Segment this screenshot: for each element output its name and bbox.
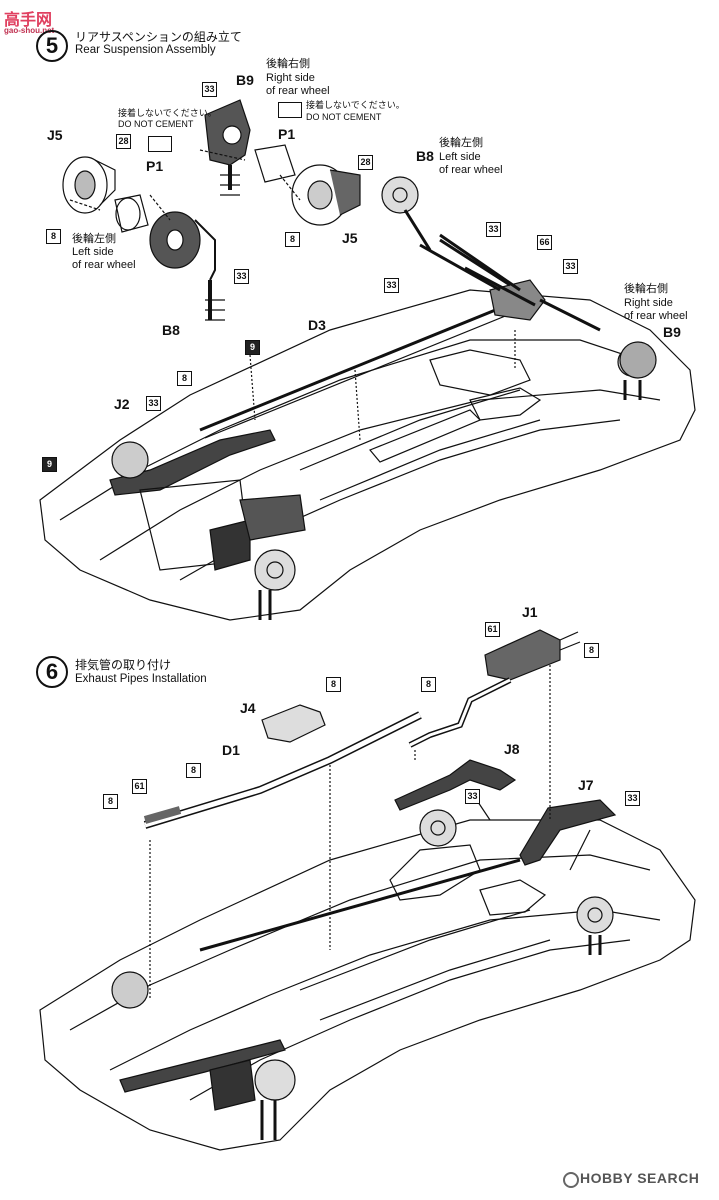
j5-left-part: [62, 156, 108, 214]
left-rear-en-2a: Left side: [439, 151, 481, 163]
part-number-9: 9: [245, 340, 260, 355]
part-number-28: 28: [358, 155, 373, 170]
muffler-j1-part: [484, 629, 561, 681]
watermark-site: gao-shou.net: [4, 26, 55, 35]
part-j8: J8: [504, 741, 520, 757]
step5-title-jp: リアサスペンションの組み立て: [75, 30, 242, 44]
part-number-8: 8: [103, 794, 118, 809]
step5-number: 5: [36, 30, 68, 62]
part-number-9: 9: [42, 457, 57, 472]
part-number-61: 61: [485, 622, 500, 637]
right-rear-jp-2: 後輪右側: [624, 283, 668, 295]
part-number-33: 33: [563, 259, 578, 274]
part-b9-right: B9: [663, 324, 681, 340]
left-rear-jp-1: 後輪左側: [72, 233, 116, 245]
step6-title-jp: 排気管の取り付け: [75, 658, 172, 672]
left-rear-jp-2: 後輪左側: [439, 137, 483, 149]
part-p1-right: P1: [278, 126, 296, 142]
right-rear-en-2b: of rear wheel: [624, 310, 688, 322]
part-number-33: 33: [625, 791, 640, 806]
part-number-8: 8: [177, 371, 192, 386]
part-number-33: 33: [202, 82, 217, 97]
p1-right-part: [254, 144, 296, 183]
part-number-66: 66: [537, 235, 552, 250]
hobby-search-brand: HOBBY SEARCH: [580, 1170, 700, 1186]
part-number-33: 33: [486, 222, 501, 237]
part-j4: J4: [240, 700, 256, 716]
no-cement-jp-1: 接着しないでください。: [118, 108, 217, 118]
chassis-outline-step6: [39, 819, 696, 1151]
b8-right-part: [381, 176, 419, 214]
part-number-8: 8: [46, 229, 61, 244]
left-rear-en-1b: of rear wheel: [72, 259, 136, 271]
p1-left-part: [114, 194, 149, 233]
driveshaft-part: [199, 298, 521, 432]
step5-title-en: Rear Suspension Assembly: [75, 44, 216, 56]
part-j2: J2: [114, 396, 130, 412]
right-rear-en-1a: Right side: [266, 72, 315, 84]
step6-number: 6: [36, 656, 68, 688]
right-rear-jp-1: 後輪右側: [266, 58, 310, 70]
watermark-logo: 高手网: [4, 12, 53, 29]
part-number-8: 8: [584, 643, 599, 658]
part-d1: D1: [222, 742, 240, 758]
part-b8-left: B8: [162, 322, 180, 338]
part-number-33: 33: [384, 278, 399, 293]
part-number-28: 28: [116, 134, 131, 149]
b9-right-part: [619, 341, 657, 379]
left-rear-en-1a: Left side: [72, 246, 114, 258]
no-cement-en-2: DO NOT CEMENT: [306, 112, 382, 122]
part-d3: D3: [308, 317, 326, 333]
no-cement-icon: [148, 136, 172, 152]
part-b9-top: B9: [236, 72, 254, 88]
chassis-outline-step5: [39, 289, 696, 621]
part-b8-right: B8: [416, 148, 434, 164]
no-cement-en-1: DO NOT CEMENT: [118, 119, 194, 129]
part-j5-right: J5: [342, 230, 358, 246]
part-number-8: 8: [285, 232, 300, 247]
stabilizer-part: [109, 429, 276, 496]
hobby-search-logo-icon: [563, 1172, 579, 1188]
part-number-8: 8: [186, 763, 201, 778]
part-j7: J7: [578, 777, 594, 793]
right-rear-en-1b: of rear wheel: [266, 85, 330, 97]
part-j1: J1: [522, 604, 538, 620]
part-number-8: 8: [421, 677, 436, 692]
part-number-33: 33: [465, 789, 480, 804]
right-rear-en-2a: Right side: [624, 297, 673, 309]
part-p1-left: P1: [146, 158, 164, 174]
part-j5-left: J5: [47, 127, 63, 143]
crossmember-j7-part: [519, 799, 617, 866]
no-cement-jp-2: 接着しないでください。: [306, 100, 405, 110]
no-cement-icon: [278, 102, 302, 118]
crossmember-j8-part: [394, 759, 517, 811]
bracket-j4-part: [261, 704, 326, 743]
part-number-33: 33: [234, 269, 249, 284]
part-number-61: 61: [132, 779, 147, 794]
step6-title-en: Exhaust Pipes Installation: [75, 673, 207, 685]
part-number-8: 8: [326, 677, 341, 692]
part-number-33: 33: [146, 396, 161, 411]
left-rear-en-2b: of rear wheel: [439, 164, 503, 176]
